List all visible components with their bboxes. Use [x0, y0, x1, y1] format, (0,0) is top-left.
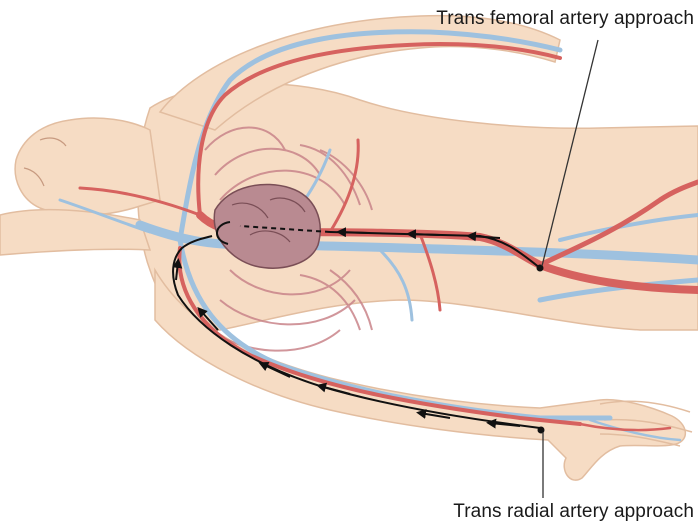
radial-approach-label: Trans radial artery approach [453, 501, 694, 523]
femoral-approach-label: Trans femoral artery approach [436, 8, 694, 30]
head [15, 118, 160, 215]
